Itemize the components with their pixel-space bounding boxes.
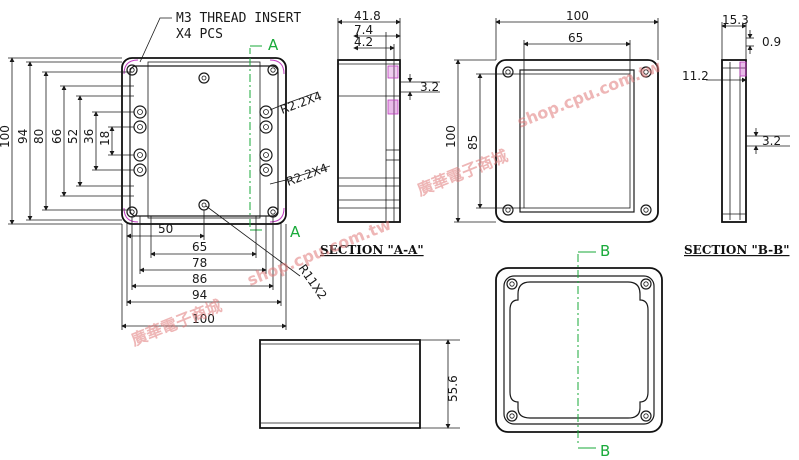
dim-80-vertical: 80: [32, 129, 46, 144]
side-view-outline: [259, 339, 421, 429]
interior-cavity: [509, 281, 649, 419]
radius-label-2: R2.2X4: [284, 161, 329, 189]
dim-lid-85: 85: [466, 135, 480, 150]
radius-leader-1: [269, 91, 319, 111]
dim-65-horizontal: 65: [192, 240, 207, 254]
dim-3-2-bb: 3.2: [762, 134, 781, 148]
dim-52-vertical: 52: [66, 129, 80, 144]
note-leader: [139, 17, 172, 63]
dim-lid-100-vertical: 100: [444, 125, 458, 148]
lid-window-inner: [523, 73, 631, 209]
side-view: [259, 339, 460, 429]
dim-94-vertical: 94: [16, 129, 30, 144]
dim-0-9: 0.9: [762, 35, 781, 49]
section-line-a: [249, 45, 262, 231]
lid-outline: [495, 59, 659, 223]
dim-lid-100-horizontal: 100: [566, 9, 589, 23]
dim-78-horizontal: 78: [192, 256, 207, 270]
dim-3-2-aa: 3.2: [420, 80, 439, 94]
lid-view: [454, 18, 659, 223]
dim-lid-65: 65: [568, 31, 583, 45]
section-bb-label: SECTION "B-B": [684, 243, 790, 257]
vertical-dimensions: [8, 57, 134, 225]
dim-11-2: 11.2: [682, 69, 709, 83]
dim-94-horizontal: 94: [192, 288, 207, 302]
section-aa-view: [337, 18, 440, 223]
dim-86-horizontal: 86: [192, 272, 207, 286]
radius-leader-3: [205, 205, 301, 277]
section-bb-outline: [721, 59, 747, 223]
dim-55-6: 55.6: [446, 375, 460, 402]
top-view-inner-wall: [129, 65, 279, 217]
note-line-1: M3 THREAD INSERT: [176, 11, 301, 26]
radius-leader-2: [269, 165, 331, 185]
section-marker-a-top: A: [268, 36, 279, 54]
top-view: A A M3 THREAD INSERT X4 PCS: [0, 11, 331, 330]
top-view-cavity: [147, 61, 261, 219]
section-marker-b-bottom: B: [600, 442, 610, 460]
corner-holes: [126, 64, 279, 218]
dim-66-vertical: 66: [50, 129, 64, 144]
mounting-bosses: [133, 72, 273, 211]
section-marker-b-top: B: [600, 242, 610, 260]
dim-36-vertical: 36: [82, 129, 96, 144]
section-bb-view: [706, 22, 790, 223]
horizontal-dimensions: [121, 210, 287, 330]
dim-18-vertical: 18: [98, 131, 112, 146]
dim-41-8: 41.8: [354, 9, 381, 23]
section-aa-label: SECTION "A-A": [320, 243, 424, 257]
dim-100-vertical: 100: [0, 125, 12, 148]
dim-15-3: 15.3: [722, 13, 749, 27]
dim-50-horizontal: 50: [158, 222, 173, 236]
interior-outline: [495, 267, 663, 433]
section-marker-a-bottom: A: [290, 223, 301, 241]
dim-7-4: 7.4: [354, 23, 373, 37]
box-interior-view: [495, 251, 663, 449]
radius-label-1: R2.2X4: [278, 89, 323, 117]
lid-window: [519, 69, 635, 213]
note-line-2: X4 PCS: [176, 27, 223, 42]
dim-4-2: 4.2: [354, 35, 373, 49]
watermark-text-1: shop.cpu.com.tw: [514, 57, 664, 132]
section-aa-outline: [337, 59, 401, 223]
dim-100-horizontal: 100: [192, 312, 215, 326]
section-line-b: [577, 251, 596, 449]
